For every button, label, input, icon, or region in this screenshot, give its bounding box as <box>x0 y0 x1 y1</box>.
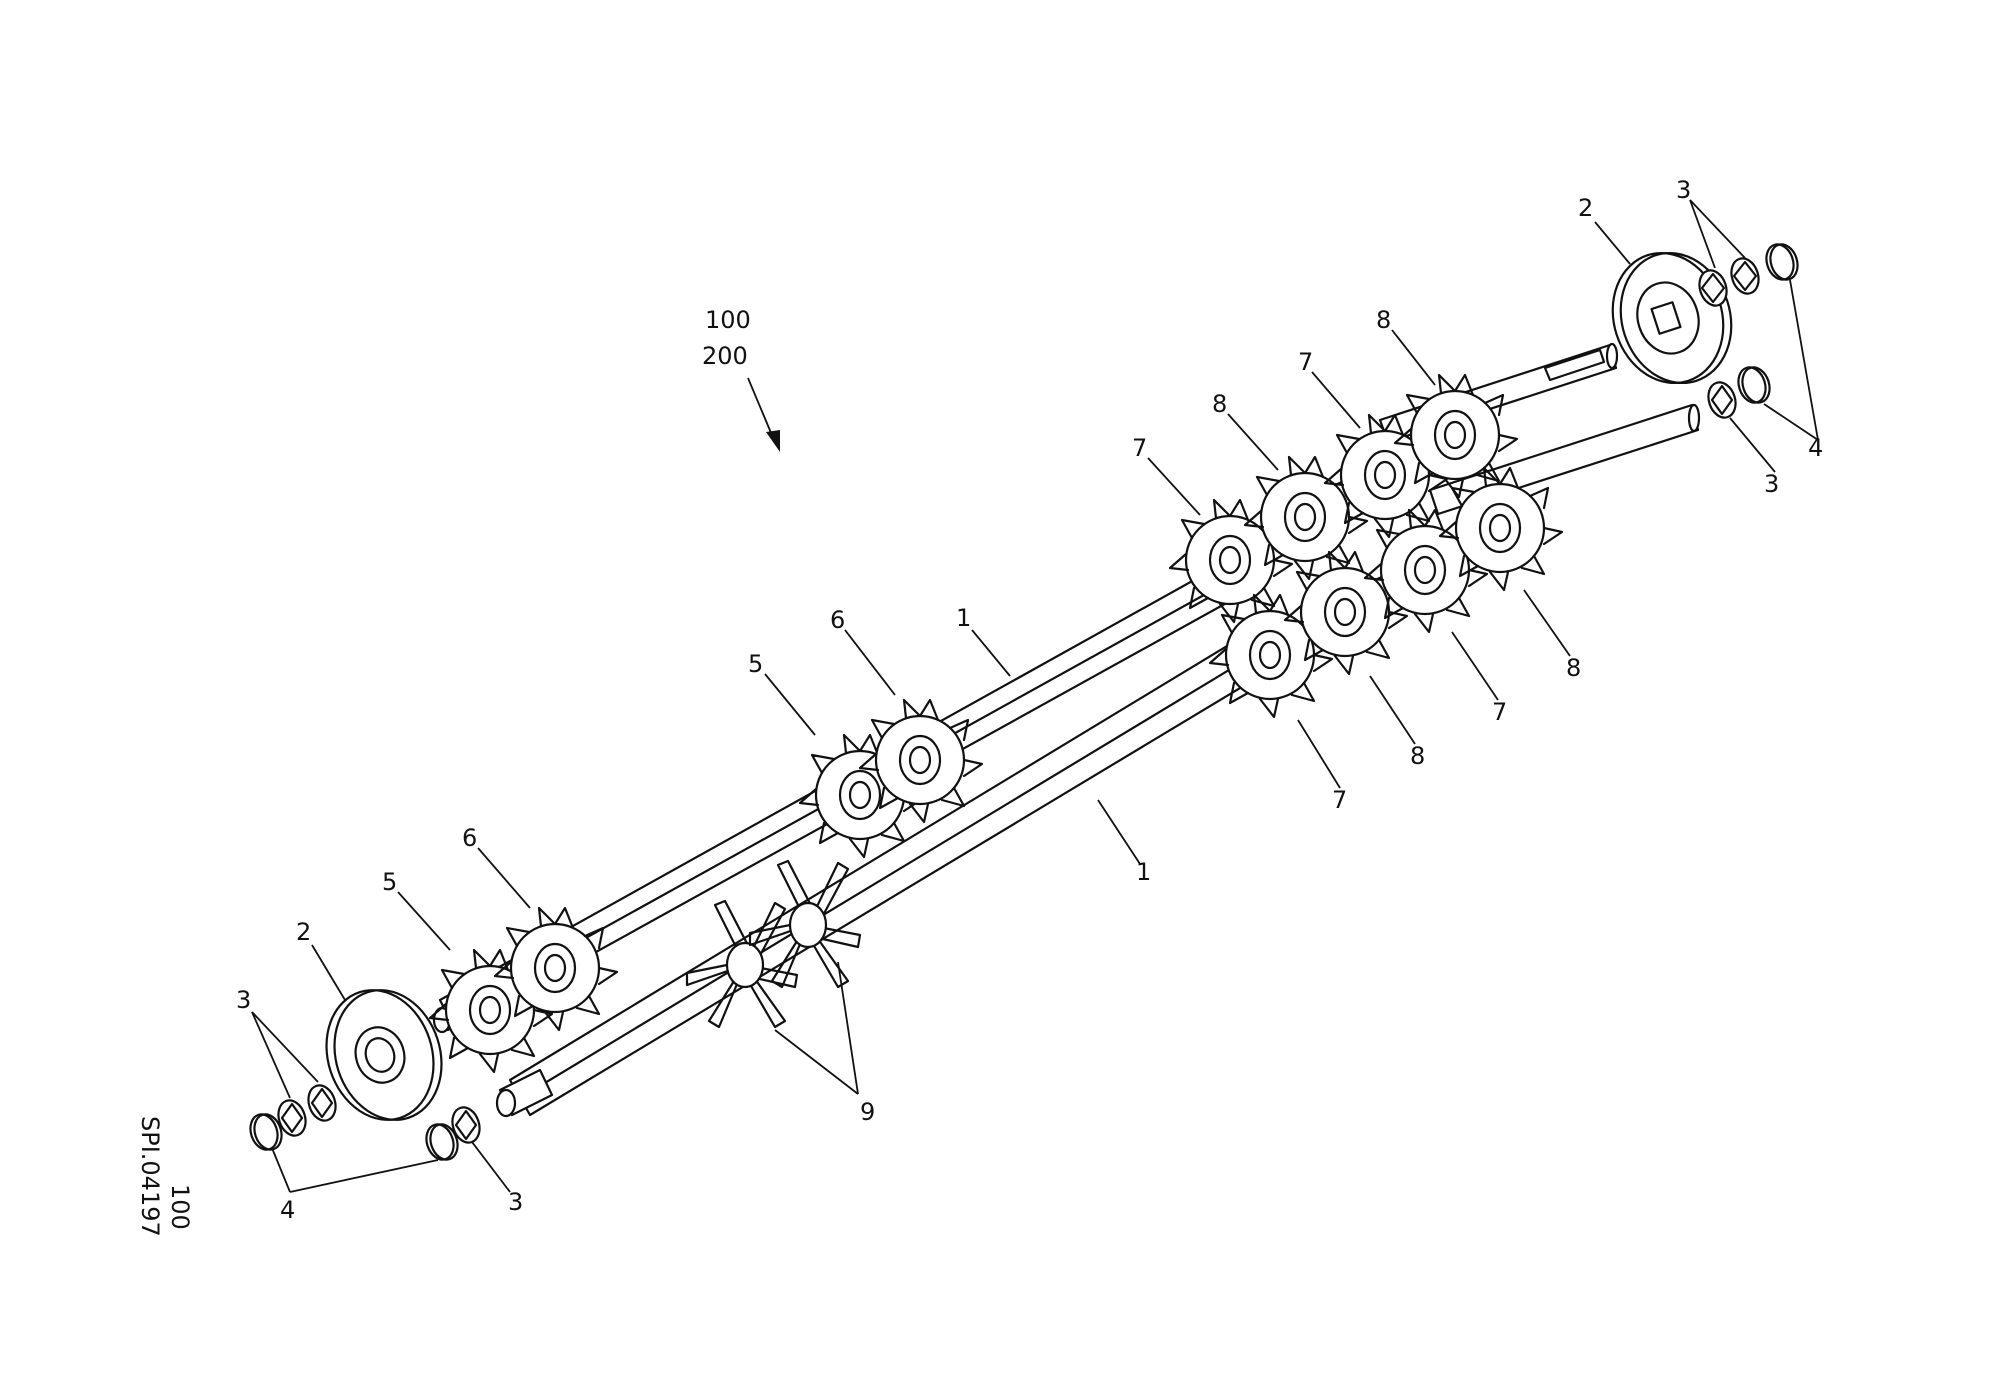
callout-2-right: 2 <box>1578 194 1593 222</box>
assembly-label-200: 200 <box>702 342 748 370</box>
callout-7-lower-a: 7 <box>1332 786 1347 814</box>
callout-7-upper-a: 7 <box>1132 434 1147 462</box>
callout-4-left: 4 <box>280 1196 295 1224</box>
callout-1-upper: 1 <box>956 604 971 632</box>
callout-3-left-bottom: 3 <box>508 1188 523 1216</box>
callout-6-left: 6 <box>462 824 477 852</box>
assembly-label-100: 100 <box>705 306 751 334</box>
callout-2-left: 2 <box>296 918 311 946</box>
callout-3-right-lower: 3 <box>1764 470 1779 498</box>
callout-8-lower-a: 8 <box>1410 742 1425 770</box>
callout-6-mid: 6 <box>830 606 845 634</box>
end-plate-right <box>1611 251 1733 385</box>
sheet-ref: 100 <box>166 1184 194 1230</box>
callout-7-upper-b: 7 <box>1298 348 1313 376</box>
callout-3-top-right: 3 <box>1676 176 1691 204</box>
bearings-right <box>1698 243 1799 419</box>
callout-8-lower-b: 8 <box>1566 654 1581 682</box>
callout-8-upper-a: 8 <box>1212 390 1227 418</box>
callout-5-mid: 5 <box>748 650 763 678</box>
callout-9: 9 <box>860 1098 875 1126</box>
callout-8-upper-b: 8 <box>1376 306 1391 334</box>
callout-4-right: 4 <box>1808 434 1823 462</box>
label-group: 100 200 1 1 2 2 3 3 3 3 4 4 5 5 6 6 7 7 … <box>136 176 1823 1237</box>
bearings-left <box>249 1084 481 1161</box>
callout-1-lower: 1 <box>1136 858 1151 886</box>
rotor-set-right <box>1168 373 1564 719</box>
callout-7-lower-b: 7 <box>1492 698 1507 726</box>
callout-3-left-top: 3 <box>236 986 251 1014</box>
callout-5-left: 5 <box>382 868 397 896</box>
leader-lines <box>251 199 1819 1193</box>
end-plate-left <box>325 989 443 1121</box>
sheet-code: SPI.04197 <box>136 1116 164 1237</box>
